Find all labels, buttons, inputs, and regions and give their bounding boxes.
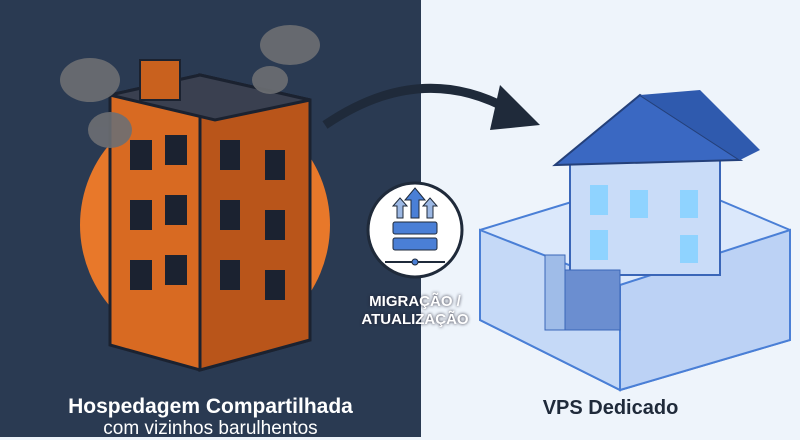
migration-label-line2: ATUALIZAÇÃO xyxy=(361,311,469,328)
migration-label-line1: MIGRAÇÃO / xyxy=(369,293,461,310)
arrow-head-icon xyxy=(490,85,540,130)
vps-house xyxy=(479,90,791,392)
shared-hosting-title: Hospedagem Compartilhada xyxy=(68,395,353,418)
shared-hosting-subtitle: com vizinhos barulhentos xyxy=(103,418,318,439)
smoke-icon xyxy=(60,25,320,148)
migration-label: MIGRAÇÃO /ATUALIZAÇÃO xyxy=(340,293,490,329)
server-upload-icon xyxy=(385,187,445,266)
building-windows xyxy=(130,135,285,300)
vps-title: VPS Dedicado xyxy=(542,397,679,419)
arrow-icon xyxy=(322,83,513,129)
